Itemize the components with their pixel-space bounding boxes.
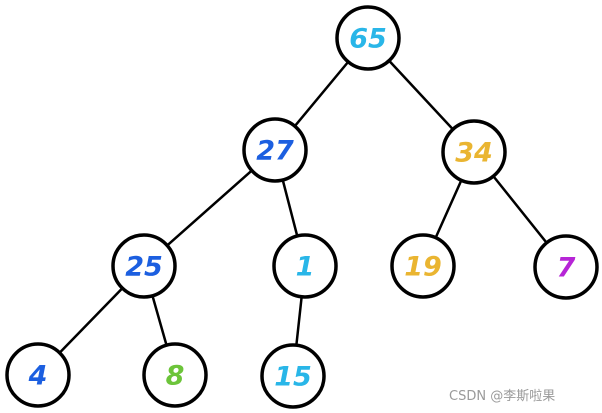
node-label: 19 <box>404 252 442 283</box>
tree-nodes: 65 27 34 25 1 19 7 4 8 15 <box>5 5 599 409</box>
node-circle <box>441 119 507 185</box>
node-label: 8 <box>166 361 185 392</box>
tree-node-7: 7 <box>533 234 599 300</box>
node-circle <box>533 234 599 300</box>
watermark: CSDN @李斯啦果 <box>449 389 556 404</box>
tree-node-19: 19 <box>390 233 456 299</box>
node-circle <box>142 342 208 408</box>
tree-node-15: 15 <box>260 343 326 409</box>
tree-node-25: 25 <box>111 233 177 299</box>
node-circle <box>242 117 308 183</box>
tree-node-65: 65 <box>335 5 401 71</box>
node-label: 7 <box>557 253 576 284</box>
node-label: 1 <box>296 252 315 283</box>
tree-node-4: 4 <box>5 342 71 408</box>
node-circle <box>5 342 71 408</box>
node-label: 65 <box>349 24 387 55</box>
node-label: 34 <box>455 138 493 169</box>
node-circle <box>260 343 326 409</box>
tree-node-34: 34 <box>441 119 507 185</box>
node-circle <box>390 233 456 299</box>
tree-edges <box>36 36 568 378</box>
tree-node-1: 1 <box>272 233 338 299</box>
node-circle <box>111 233 177 299</box>
node-circle <box>272 233 338 299</box>
tree-node-27: 27 <box>242 117 308 183</box>
node-label: 4 <box>28 361 48 392</box>
tree-node-8: 8 <box>142 342 208 408</box>
node-circle <box>335 5 401 71</box>
node-label: 25 <box>125 252 163 283</box>
node-label: 15 <box>274 362 312 393</box>
node-label: 27 <box>256 136 294 167</box>
